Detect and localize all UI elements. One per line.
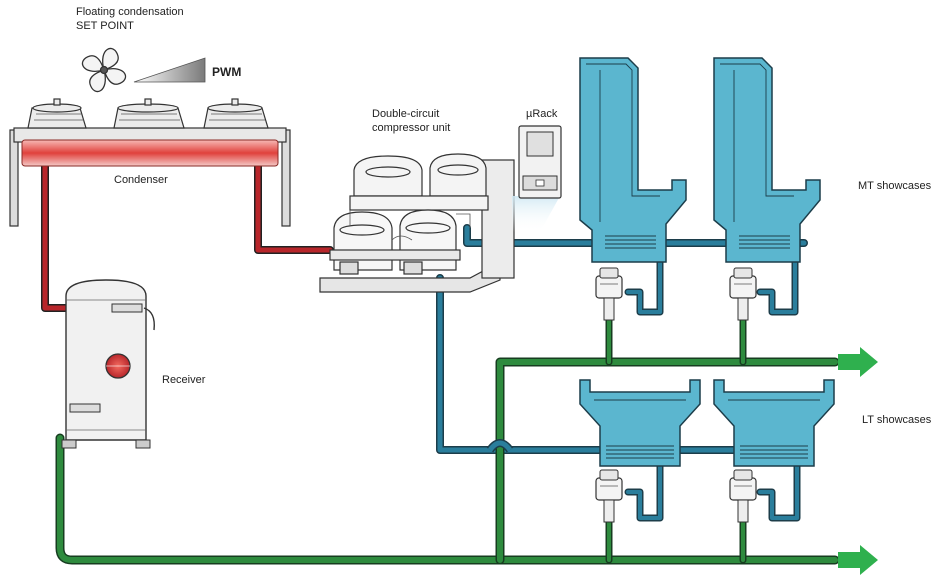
- expansion-valve-icon: [595, 267, 623, 321]
- compressor-label-line1: Double-circuit: [372, 108, 440, 120]
- lt-showcase: [713, 379, 835, 467]
- controller-icon: [512, 125, 562, 232]
- expansion-valve-icon: [595, 469, 623, 523]
- receiver-label: Receiver: [162, 374, 206, 386]
- setpoint-label-line1: Floating condensation: [76, 6, 184, 18]
- mt-showcase: [579, 57, 687, 263]
- mt-showcase: [713, 57, 821, 263]
- controller-label: µRack: [526, 108, 558, 120]
- expansion-valve-icon: [729, 267, 757, 321]
- pwm-label: PWM: [212, 65, 242, 79]
- condenser-label: Condenser: [114, 174, 168, 186]
- pipe-crossover: [486, 439, 514, 453]
- compressor-label-line2: compressor unit: [372, 122, 451, 134]
- liquid-pipes: [55, 314, 840, 565]
- compressor-unit: [319, 153, 515, 293]
- flow-arrow-icon: [838, 347, 878, 377]
- condenser: [9, 98, 291, 227]
- lt-showcase: [579, 379, 701, 467]
- mt-showcases-label: MT showcases: [858, 180, 932, 192]
- setpoint-label-line2: SET POINT: [76, 20, 134, 32]
- receiver: [61, 279, 155, 449]
- pwm-ramp-icon: [133, 57, 206, 83]
- fan-icon: [81, 47, 127, 93]
- suction-pipes: [436, 224, 808, 522]
- flow-arrow-icon: [838, 545, 878, 575]
- sight-glass-icon: [105, 353, 131, 379]
- lt-showcases-label: LT showcases: [862, 414, 932, 426]
- expansion-valve-icon: [729, 469, 757, 523]
